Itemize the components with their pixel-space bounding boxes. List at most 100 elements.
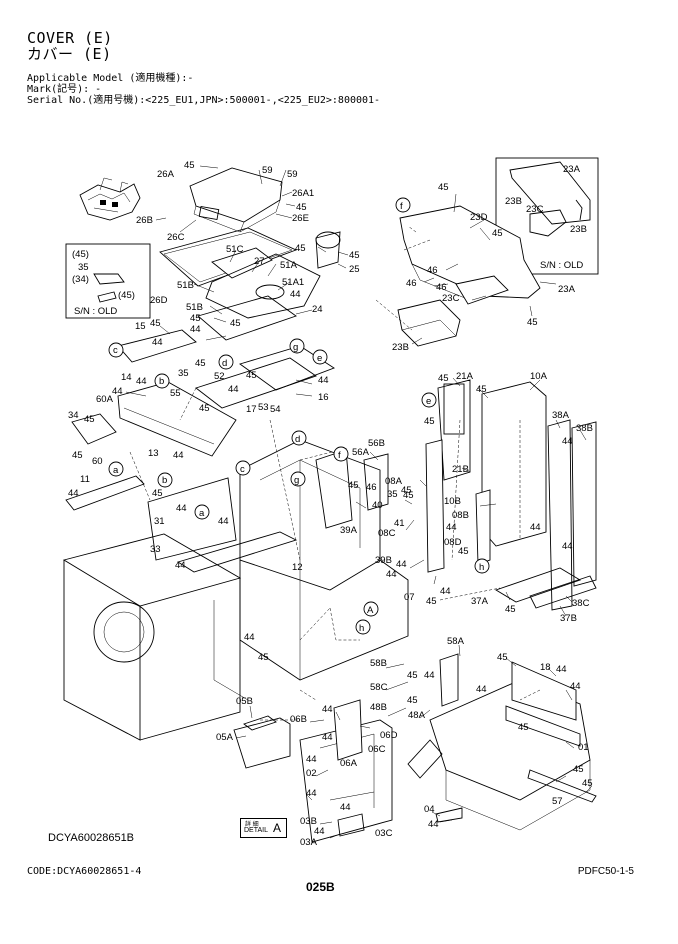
callout-24: 24 [312, 304, 323, 315]
detail-jp-text: 詳 細 [245, 822, 259, 828]
top-cover-group [159, 167, 341, 341]
callout-44-k: 44 [175, 560, 186, 571]
callout-18: 18 [540, 662, 551, 673]
callout-26a1: 26A1 [292, 188, 314, 199]
callout-45: 45 [184, 160, 195, 171]
callout-55: 55 [170, 388, 181, 399]
mark: Mark(記号): - [27, 84, 102, 95]
callout-57: 57 [552, 796, 563, 807]
svg-text:f: f [338, 450, 341, 461]
serial-number: Serial No.(適用号機):<225_EU1,JPN>:500001-,<… [27, 95, 381, 106]
callout-33: 33 [150, 544, 161, 555]
callout-04: 04 [424, 804, 435, 815]
callout-45-h: 45 [195, 358, 206, 369]
callout-21a: 21A [456, 371, 474, 382]
callout-21b: 21B [452, 464, 469, 475]
callout-10b: 10B [444, 496, 461, 507]
callout-45-q: 45 [527, 317, 538, 328]
callout-45-c: 45 [295, 243, 306, 254]
machine-thumbnail-icon [79, 177, 141, 221]
callout-44-i: 44 [176, 503, 187, 514]
callout-old-34: (34) [72, 274, 89, 285]
callout-58b: 58B [370, 658, 387, 669]
svg-text:b: b [162, 475, 167, 486]
svg-text:e: e [426, 396, 431, 407]
callout-10a: 10A [530, 371, 548, 382]
callout-03b: 03B [300, 816, 317, 827]
callout-54: 54 [270, 404, 281, 415]
callout-46-c: 46 [436, 282, 447, 293]
callout-45-aa: 45 [407, 670, 418, 681]
callout-45-j: 45 [199, 403, 210, 414]
leader-lines [125, 165, 593, 839]
callout-58a: 58A [447, 636, 465, 647]
svg-text:h: h [479, 562, 484, 573]
callout-06c: 06C [368, 744, 386, 755]
callout-45-b: 45 [296, 202, 307, 213]
callout-44-o: 44 [396, 559, 407, 570]
callout-48a: 48A [408, 710, 426, 721]
sn-old-label-left: S/N : OLD [74, 306, 117, 317]
callout-44-q: 44 [440, 586, 451, 597]
callout-35: 35 [178, 368, 189, 379]
callout-45-e: 45 [190, 313, 201, 324]
callout-44-g: 44 [173, 450, 184, 461]
callout-26d: 26D [150, 295, 168, 306]
callout-06b: 06B [290, 714, 307, 725]
callout-labels: 26A 45 59 59 26A1 45 26E 26B 26C 51C 27 … [68, 160, 593, 848]
footer-page-number: 025B [306, 880, 335, 894]
callout-45-l: 45 [72, 450, 83, 461]
callout-44-ac: 44 [340, 802, 351, 813]
callout-17: 17 [246, 404, 257, 415]
callout-13: 13 [148, 448, 159, 459]
meta-block: Applicable Model (適用機種):- Mark(記号): - Se… [27, 73, 380, 106]
svg-text:f: f [400, 201, 403, 212]
callout-58c: 58C [370, 682, 388, 693]
callout-59: 59 [262, 165, 273, 176]
callout-44-ab: 44 [306, 788, 317, 799]
callout-01: 01 [578, 742, 589, 753]
callout-45-v: 45 [401, 485, 412, 496]
svg-text:b: b [159, 376, 164, 387]
callout-38a: 38A [552, 410, 570, 421]
callout-45-k: 45 [84, 414, 95, 425]
callout-39a: 39A [340, 525, 358, 536]
callout-16: 16 [318, 392, 329, 403]
svg-text:d: d [222, 358, 227, 369]
page-title: COVER (E) [27, 29, 113, 47]
callout-45-ac: 45 [497, 652, 508, 663]
callout-59-2: 59 [287, 169, 298, 180]
callout-44-n: 44 [446, 522, 457, 533]
callout-44-w: 44 [570, 681, 581, 692]
old-serial-inset-left: (45) 35 (34) (45) S/N : OLD [65, 243, 151, 319]
callout-44-x: 44 [428, 819, 439, 830]
callout-31: 31 [154, 516, 165, 527]
callout-25: 25 [349, 264, 360, 275]
svg-text:h: h [359, 623, 364, 634]
callout-old-45a: (45) [72, 249, 89, 260]
callout-56a: 56A [352, 447, 370, 458]
callout-27: 27 [254, 256, 265, 267]
callout-44-u: 44 [476, 684, 487, 695]
callout-07: 07 [404, 592, 415, 603]
detail-a-label: 詳 細 DETAIL A [240, 818, 287, 838]
svg-text:g: g [294, 475, 299, 486]
callout-45-t: 45 [424, 416, 435, 427]
callout-45-u: 45 [348, 480, 359, 491]
callout-08a: 08A [385, 476, 403, 487]
callout-23a: 23A [558, 284, 576, 295]
callout-old-45b: (45) [118, 290, 135, 301]
callout-44-m: 44 [562, 436, 573, 447]
callout-44-g2: 44 [112, 386, 123, 397]
callout-45-y: 45 [426, 596, 437, 607]
detail-letter: A [273, 821, 282, 835]
callout-56b: 56B [368, 438, 385, 449]
applicable-model: Applicable Model (適用機種):- [27, 73, 194, 84]
callout-44-h: 44 [68, 488, 79, 499]
callout-26c: 26C [167, 232, 185, 243]
callout-51b: 51B [177, 280, 194, 291]
callout-44-b: 44 [190, 324, 201, 335]
footer-code: CODE:DCYA60028651-4 [27, 866, 142, 877]
callout-44-v: 44 [556, 664, 567, 675]
callout-45-p: 45 [492, 228, 503, 239]
